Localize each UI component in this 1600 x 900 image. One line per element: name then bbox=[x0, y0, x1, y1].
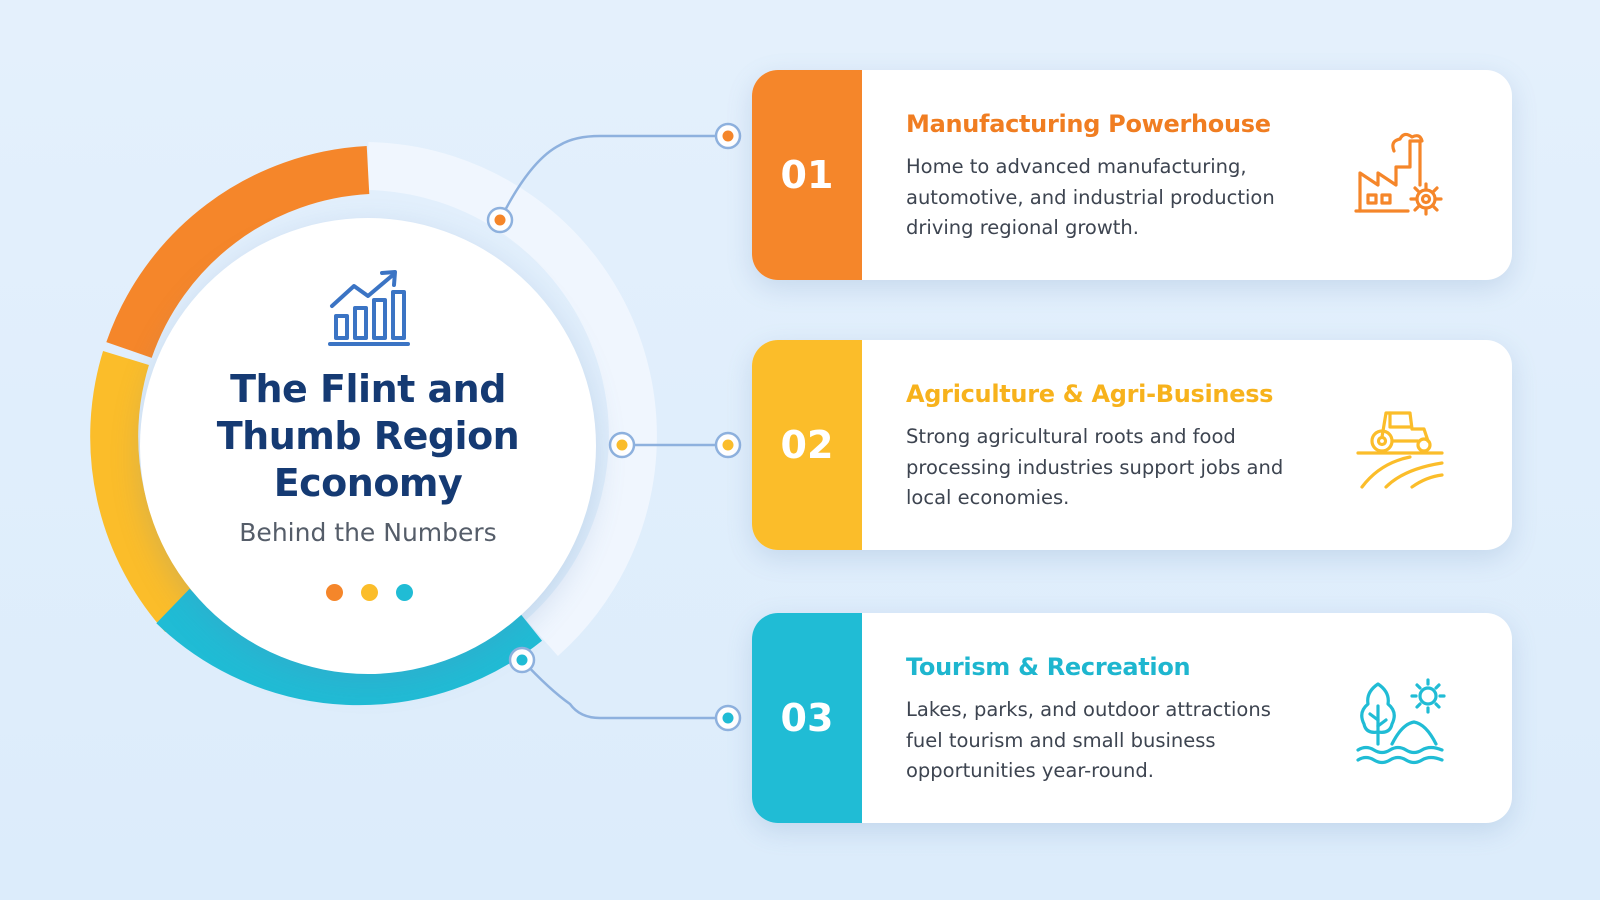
card-description: Strong agricultural roots and food proce… bbox=[906, 425, 1284, 509]
hub-subtitle: Behind the Numbers bbox=[239, 518, 497, 547]
connector-node bbox=[486, 206, 514, 234]
card-number: 03 bbox=[752, 613, 862, 823]
hub-title: The Flint and Thumb Region Economy bbox=[216, 367, 520, 505]
connector-node bbox=[714, 122, 742, 150]
tractor-field-icon bbox=[1356, 411, 1444, 489]
indicator-dot-teal bbox=[396, 584, 413, 601]
connector-node bbox=[714, 704, 742, 732]
ring-track bbox=[367, 142, 657, 656]
connector-line-03 bbox=[521, 659, 728, 720]
connector-node bbox=[508, 646, 536, 674]
card-title: Manufacturing Powerhouse bbox=[906, 110, 1271, 138]
center-hub: The Flint and Thumb Region Economy Behin… bbox=[140, 218, 596, 674]
connector-node bbox=[714, 431, 742, 459]
card-description: Home to advanced manufacturing, automoti… bbox=[906, 155, 1275, 239]
ring-segment-teal bbox=[156, 588, 543, 706]
card-agriculture: 02 Agriculture & Agri-Business Strong ag… bbox=[752, 340, 1512, 550]
card-number: 02 bbox=[752, 340, 862, 550]
indicator-dot-orange bbox=[326, 584, 343, 601]
factory-gear-icon bbox=[1354, 132, 1443, 216]
tree-sun-water-icon bbox=[1356, 678, 1446, 765]
connector-node bbox=[608, 431, 636, 459]
card-tourism: 03 Tourism & Recreation Lakes, parks, an… bbox=[752, 613, 1512, 823]
connector-line-01 bbox=[498, 134, 728, 221]
card-manufacturing: 01 Manufacturing Powerhouse Home to adva… bbox=[752, 70, 1512, 280]
card-title: Tourism & Recreation bbox=[906, 653, 1191, 681]
card-title: Agriculture & Agri-Business bbox=[906, 380, 1274, 408]
card-number: 01 bbox=[752, 70, 862, 280]
ring-segment-yellow bbox=[90, 350, 202, 633]
indicator-dot-yellow bbox=[361, 584, 378, 601]
ring-segment-orange bbox=[106, 146, 370, 359]
card-description: Lakes, parks, and outdoor attractions fu… bbox=[906, 698, 1271, 782]
growth-chart-icon bbox=[328, 270, 410, 346]
